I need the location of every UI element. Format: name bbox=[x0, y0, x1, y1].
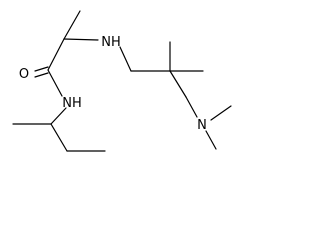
amide-nitrogen-label: NH bbox=[62, 96, 82, 111]
molecule-structure: O NH NH N bbox=[12, 10, 232, 152]
bond-alpha-methyl bbox=[63, 10, 81, 40]
bond-amide-n-sec-butyl bbox=[50, 107, 67, 125]
bond-ch2-dimethylamino-n bbox=[185, 96, 198, 118]
bond-quaternary-ch2 bbox=[169, 70, 187, 98]
bond-sec-butyl-ethyl-1 bbox=[50, 123, 68, 152]
bond-carbonyl-2 bbox=[34, 72, 49, 78]
bond-carbonyl-amide-n bbox=[47, 69, 63, 97]
bond-n-methyl-right bbox=[210, 105, 232, 121]
bond-alpha-amine-n bbox=[63, 38, 99, 41]
bond-amine-n-ch2 bbox=[119, 46, 132, 72]
bond-carbonyl-1 bbox=[34, 66, 49, 72]
bond-n-methyl-down bbox=[205, 130, 217, 150]
bond-carbonyl-alpha bbox=[47, 38, 65, 71]
amine-nitrogen-label: NH bbox=[101, 35, 121, 50]
dimethylamino-nitrogen-label: N bbox=[197, 118, 207, 133]
carbonyl-oxygen-label: O bbox=[19, 67, 29, 82]
